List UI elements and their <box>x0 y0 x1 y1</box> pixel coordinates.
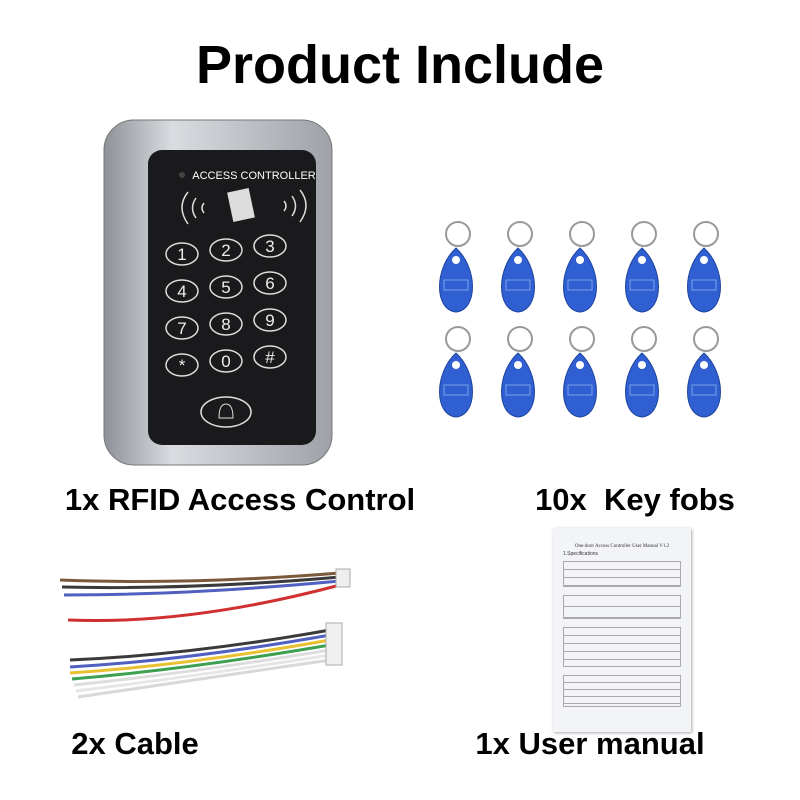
key-fob <box>490 218 546 318</box>
key-fob <box>552 323 608 423</box>
keypad-key-3[interactable]: 3 <box>253 234 287 258</box>
keypad-key-label: 2 <box>221 241 230 260</box>
keypad-key-6[interactable]: 6 <box>253 271 287 295</box>
keypad-key-5[interactable]: 5 <box>209 275 243 299</box>
keypad-key-label: 5 <box>221 278 230 297</box>
keypad-key-label: 6 <box>265 274 274 293</box>
keypad-key-label: # <box>265 348 275 367</box>
manual-section: 1.Specifications <box>563 551 599 557</box>
keypad-key-label: 9 <box>265 311 274 330</box>
card-icon <box>227 188 255 222</box>
keypad-key-8[interactable]: 8 <box>209 312 243 336</box>
doorbell-button[interactable] <box>200 396 252 428</box>
keypad-key-1[interactable]: 1 <box>165 242 199 266</box>
key-fob <box>428 218 484 318</box>
device-brand-text: ACCESS CONTROLLER <box>192 170 316 182</box>
rfid-wave-icon <box>181 189 307 225</box>
key-fobs-image <box>428 218 740 433</box>
keypad-key-label: 8 <box>221 315 230 334</box>
label-rfid-access-control: 1x RFID Access Control <box>64 482 416 517</box>
page-title: Product Include <box>195 35 605 95</box>
keypad-key-7[interactable]: 7 <box>165 316 199 340</box>
key-fob <box>552 218 608 318</box>
keypad-key-9[interactable]: 9 <box>253 308 287 332</box>
key-fob <box>614 218 670 318</box>
cable-set-2 <box>69 628 331 699</box>
keypad-key-label: * <box>179 356 186 375</box>
label-user-manual: 1x User manual <box>475 726 705 761</box>
key-fob <box>490 323 546 423</box>
cables-image <box>59 568 351 699</box>
key-fob <box>676 218 732 318</box>
keypad-key-2[interactable]: 2 <box>209 238 243 262</box>
keypad-key-label: 1 <box>177 245 186 264</box>
keypad-key-4[interactable]: 4 <box>165 279 199 303</box>
keypad-key-label: 3 <box>265 237 274 256</box>
key-fob <box>614 323 670 423</box>
label-key-fobs: 10x Key fobs <box>535 482 735 517</box>
keypad-key-#[interactable]: # <box>253 345 287 369</box>
access-controller-image: ACCESS CONTROLLER 1 2 3 4 5 6 7 8 9 * 0 # <box>103 119 333 466</box>
cable-set-1 <box>59 571 341 623</box>
keypad-key-label: 0 <box>221 352 230 371</box>
keypad-key-*[interactable]: * <box>165 353 199 377</box>
bell-icon <box>218 403 234 419</box>
manual-title: One-door Access Controller User Manual V… <box>574 544 670 549</box>
keypad-key-0[interactable]: 0 <box>209 349 243 373</box>
keypad-key-label: 7 <box>177 319 186 338</box>
label-cable: 2x Cable <box>71 726 199 761</box>
user-manual-image: One-door Access Controller User Manual V… <box>553 528 691 732</box>
keypad-key-label: 4 <box>177 282 186 301</box>
key-fob <box>676 323 732 423</box>
key-fob <box>428 323 484 423</box>
